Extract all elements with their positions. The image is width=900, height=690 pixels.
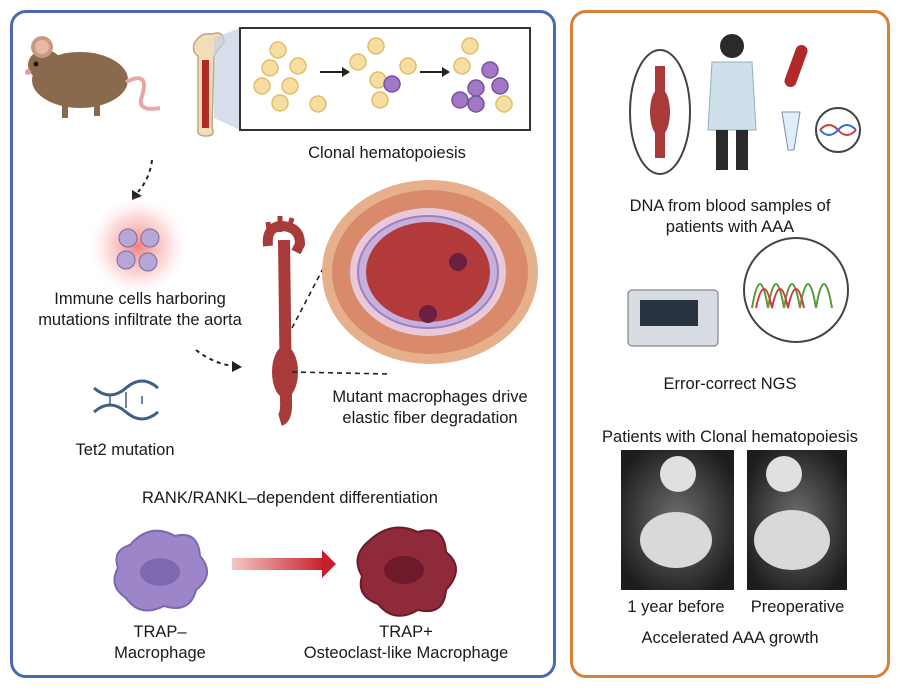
trap-minus-macrophage-icon: [113, 529, 208, 612]
mouse-icon: [25, 36, 161, 118]
trap-plus-label-line2: Osteoclast-like Macrophage: [303, 644, 509, 662]
dna-samples-label-line2: patients with AAA: [665, 218, 795, 236]
immune-cells-icon: [86, 194, 190, 298]
patient-icon: [707, 34, 757, 170]
aorta-cross-section: [322, 180, 538, 364]
left-panel-mouse-model: [10, 10, 556, 678]
ngs-label: Error-correct NGS: [663, 375, 797, 393]
dna-samples-label-line1: DNA from blood samples of: [629, 197, 831, 215]
ct-scan-before: [621, 450, 734, 590]
blood-tube-icon: [784, 44, 808, 88]
trap-plus-label-line1: TRAP+: [379, 623, 433, 641]
dashed-arrow-2: [195, 349, 235, 367]
accelerated-growth-label: Accelerated AAA growth: [641, 629, 819, 647]
tet2-mutation-label: Tet2 mutation: [75, 441, 175, 459]
aneurysm-inset-icon: [629, 49, 691, 175]
aorta-icon: [262, 216, 306, 426]
ct-before-label: 1 year before: [627, 598, 725, 616]
trap-plus-macrophage-icon: [356, 526, 457, 617]
right-panel-patient-study: [570, 10, 890, 678]
clonal-hematopoiesis-label: Clonal hematopoiesis: [308, 144, 466, 162]
immune-cells-label-line1: Immune cells harboring: [54, 290, 226, 308]
trap-minus-label-line2: Macrophage: [114, 644, 206, 662]
bone-marrow-inset: [239, 27, 531, 131]
differentiation-arrow: [232, 558, 324, 570]
dashed-arrow-1: [137, 159, 153, 193]
sample-tube-icon: [781, 107, 861, 153]
ct-scan-preop: [747, 450, 847, 590]
dna-icon: [93, 379, 159, 421]
immune-cells-label-line2: mutations infiltrate the aorta: [38, 311, 242, 329]
sequencer-icon: [627, 237, 849, 347]
mutant-macrophages-label-line1: Mutant macrophages drive: [332, 388, 528, 406]
mutant-macrophages-label-line2: elastic fiber degradation: [342, 409, 518, 427]
trap-minus-label-line1: TRAP–: [133, 623, 187, 641]
ct-preop-label: Preoperative: [750, 598, 845, 616]
bone-icon: [192, 32, 225, 137]
patients-clonal-label: Patients with Clonal hematopoiesis: [602, 428, 858, 446]
rank-rankl-label: RANK/RANKL–dependent differentiation: [142, 489, 438, 507]
